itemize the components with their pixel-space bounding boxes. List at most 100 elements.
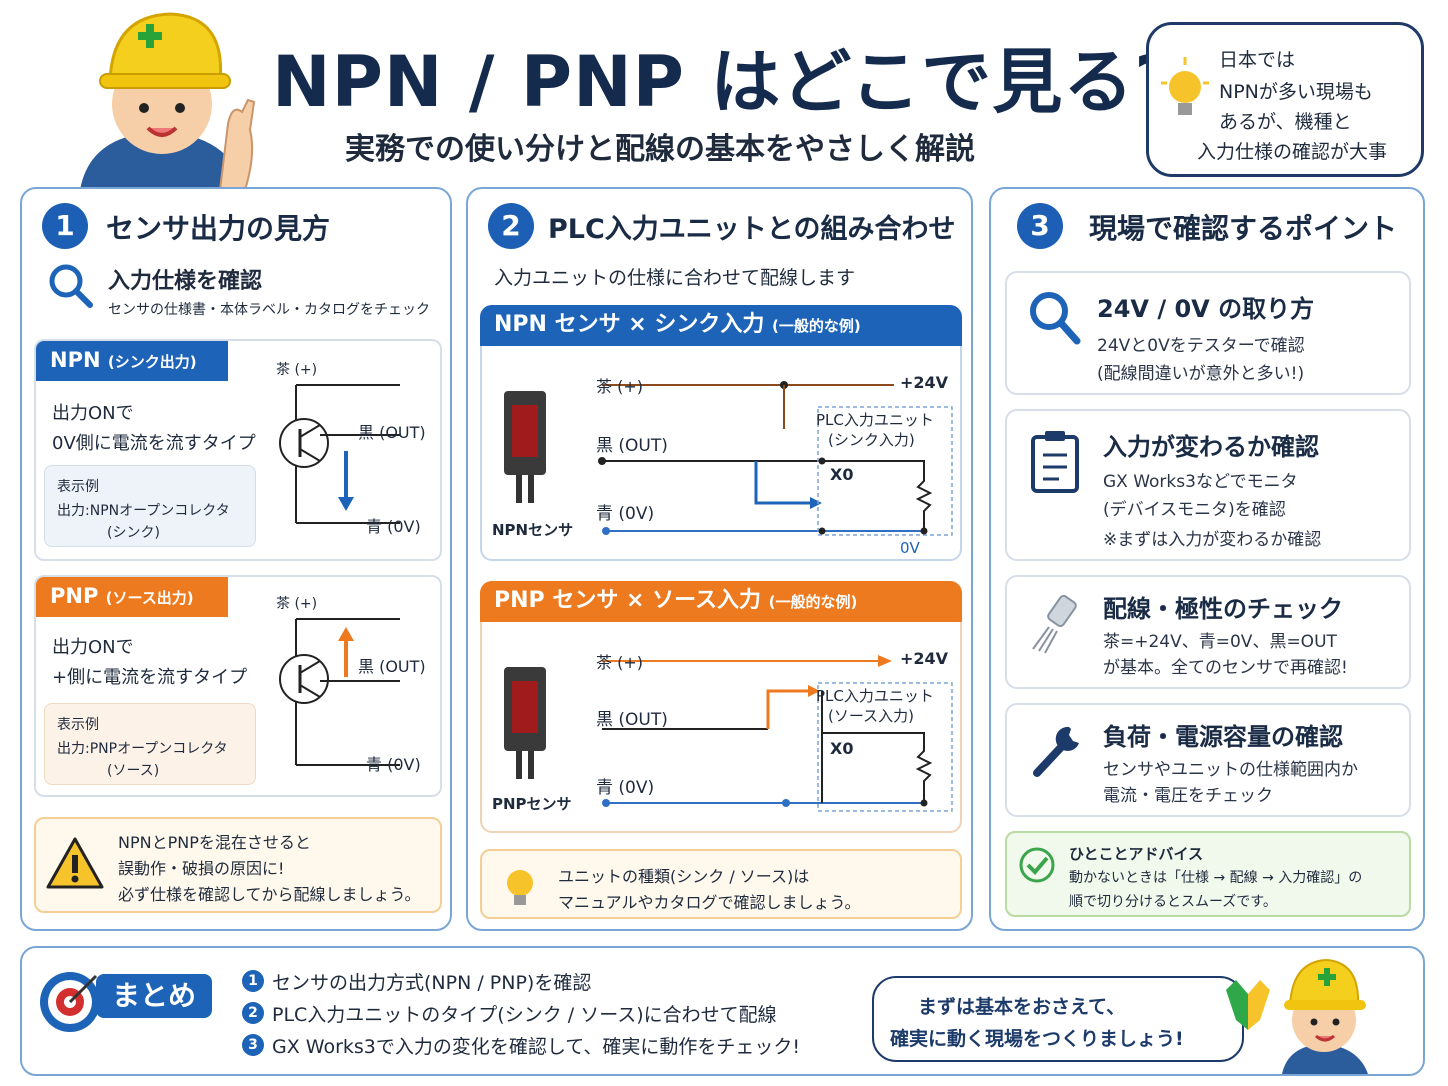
magnifier-icon — [1030, 292, 1081, 345]
check-item-title: 配線・極性のチェック — [1103, 595, 1343, 623]
section-plc-combination: 2 PLC入力ユニットとの組み合わせ 入力ユニットの仕様に合わせて配線します N… — [466, 187, 973, 931]
check-item-title: 負荷・電源容量の確認 — [1103, 723, 1343, 751]
check-item-line: GX Works3などでモニタ — [1103, 472, 1298, 492]
example-line: (ソース) — [107, 763, 160, 779]
npn-sink-title: NPN センサ × シンク入力 — [494, 312, 765, 337]
summary-bubble-line: まずは基本をおさえて、 — [918, 996, 1126, 1018]
check-item-title: 24V / 0V の取り方 — [1097, 295, 1315, 323]
pnp-transistor-diagram — [279, 618, 400, 766]
check-item-line: 24Vと0Vをテスターで確認 — [1097, 336, 1305, 356]
voltage-24v-label: +24V — [900, 373, 949, 392]
check-item-line: 電流・電圧をチェック — [1103, 786, 1273, 806]
summary-item-number: 2 — [242, 1002, 264, 1024]
npn-transistor-diagram — [279, 384, 400, 524]
wire-brown-label: 茶 (+) — [276, 362, 318, 378]
check-item-line: センサやユニットの仕様範囲内か — [1103, 760, 1358, 780]
pnp-sensor-image — [504, 667, 546, 779]
check-title: 入力仕様を確認 — [108, 269, 263, 294]
plc-unit-type: (シンク入力) — [828, 431, 915, 449]
npn-sink-box: NPN センサ × シンク入力 (一般的な例) 茶 (+) +24V PLC入力… — [480, 305, 962, 561]
pnp-source-head: PNP センサ × ソース入力 (一般的な例) — [480, 581, 962, 622]
check-item-power: 24V / 0V の取り方 24Vと0Vをテスターで確認 (配線間違いが意外と多… — [1005, 271, 1411, 395]
clipboard-icon — [1031, 431, 1079, 493]
summary-bubble-line: 確実に動く現場をつくりましょう! — [890, 1028, 1184, 1050]
section-title: PLC入力ユニットとの組み合わせ — [548, 214, 956, 245]
pnp-card: PNP (ソース出力) 出力ONで +側に電流を流すタイプ 表示例 出力:PNP… — [34, 575, 442, 797]
npn-sink-head: NPN センサ × シンク入力 (一般的な例) — [480, 305, 962, 346]
lightbulb-icon — [507, 870, 533, 905]
wire-brown-label: 茶 (+) — [276, 596, 318, 612]
npn-tag-label: NPN — [50, 348, 101, 372]
example-line: 出力:NPNオープンコレクタ — [57, 503, 230, 519]
bubble-line: あるが、機種と — [1219, 111, 1352, 133]
section-title: センサ出力の見方 — [106, 212, 331, 245]
pnp-tag: PNP (ソース出力) — [36, 577, 228, 617]
bubble-line: 入力仕様の確認が大事 — [1197, 141, 1388, 163]
pnp-tag-label: PNP — [50, 584, 99, 608]
wire-brown-label: 茶 (+) — [596, 377, 643, 396]
section-field-check: 3 現場で確認するポイント 24V / 0V の取り方 24Vと0Vをテスターで… — [989, 187, 1425, 931]
pnp-source-box: PNP センサ × ソース入力 (一般的な例) 茶 (+) +24V PLC入力… — [480, 581, 962, 833]
example-head: 表示例 — [57, 479, 99, 495]
warning-line: 必ず仕様を確認してから配線しましょう。 — [118, 885, 421, 904]
voltage-24v-label: +24V — [900, 649, 949, 668]
section-sensor-output: 1 センサ出力の見方 入力仕様を確認 センサの仕様書・本体ラベル・カタログをチェ… — [20, 187, 452, 931]
input-x0-label: X0 — [830, 739, 854, 758]
check-circle-icon — [1019, 847, 1055, 883]
plc-unit-type: (ソース入力) — [828, 707, 914, 725]
npn-sink-sub: (一般的な例) — [772, 317, 861, 335]
pnp-source-wiring — [602, 655, 953, 812]
summary-panel: まとめ 1 センサの出力方式(NPN / PNP)を確認 2 PLC入力ユニット… — [20, 946, 1425, 1076]
section-title: 現場で確認するポイント — [1089, 212, 1398, 245]
page-title: NPN / PNP はどこで見る? — [272, 41, 1176, 123]
bubble-line: NPNが多い現場も — [1219, 81, 1373, 103]
check-item-line: が基本。全てのセンサで再確認! — [1103, 658, 1348, 678]
summary-label: まとめ — [96, 974, 212, 1018]
target-icon — [40, 972, 100, 1032]
pnp-source-title: PNP センサ × ソース入力 — [494, 588, 761, 613]
summary-item-text: センサの出力方式(NPN / PNP)を確認 — [272, 972, 592, 994]
summary-item-text: PLC入力ユニットのタイプ(シンク / ソース)に合わせて配線 — [272, 1004, 777, 1026]
worker-thumbsup-illustration — [1226, 958, 1368, 1074]
plc-unit-label: PLC入力ユニット — [816, 411, 934, 429]
summary-bubble: まずは基本をおさえて、 確実に動く現場をつくりましょう! — [872, 976, 1244, 1062]
sensor-label: PNPセンサ — [492, 795, 572, 813]
warning-box: NPNとPNPを混在させると 誤動作・破損の原因に! 必ず仕様を確認してから配線… — [34, 817, 442, 913]
tip-line: マニュアルやカタログで確認しましょう。 — [558, 893, 861, 912]
bubble-line: 日本では — [1219, 49, 1296, 71]
pnp-source-sub: (一般的な例) — [768, 593, 858, 611]
npn-example: 表示例 出力:NPNオープンコレクタ (シンク) — [44, 465, 256, 547]
lightbulb-icon — [1161, 57, 1209, 115]
pnp-tag-sub: (ソース出力) — [105, 589, 194, 607]
check-item-wiring: 配線・極性のチェック 茶=+24V、青=0V、黒=OUT が基本。全てのセンサで… — [1005, 575, 1411, 689]
example-line: (シンク) — [107, 525, 160, 541]
check-item-load: 負荷・電源容量の確認 センサやユニットの仕様範囲内か 電流・電圧をチェック — [1005, 703, 1411, 817]
check-item-input: 入力が変わるか確認 GX Works3などでモニタ (デバイスモニタ)を確認 ※… — [1005, 409, 1411, 561]
wire-blue-label: 青 (0V) — [596, 504, 655, 524]
page-subtitle: 実務での使い分けと配線の基本をやさしく解説 — [345, 132, 975, 167]
advice-head: ひとことアドバイス — [1069, 845, 1204, 863]
npn-tag-sub: (シンク出力) — [107, 353, 197, 371]
npn-sensor-image — [504, 391, 546, 503]
tip-bubble: 日本では NPNが多い現場も あるが、機種と 入力仕様の確認が大事 — [1146, 22, 1424, 177]
warning-line: NPNとPNPを混在させると — [118, 833, 311, 852]
section-number: 3 — [1017, 203, 1063, 249]
example-line: 出力:PNPオープンコレクタ — [57, 741, 228, 757]
check-item-line: (デバイスモニタ)を確認 — [1103, 500, 1286, 520]
npn-tag: NPN (シンク出力) — [36, 341, 228, 381]
wire-blue-label: 青 (0V) — [366, 755, 421, 774]
npn-desc-1: 出力ONで — [52, 403, 134, 424]
check-item-line: (配線間違いが意外と多い!) — [1097, 364, 1305, 384]
wire-blue-label: 青 (0V) — [366, 517, 421, 536]
section-number: 1 — [42, 203, 88, 249]
check-item-line: ※まずは入力が変わるか確認 — [1103, 530, 1322, 550]
wire-black-label: 黒 (OUT) — [596, 710, 668, 730]
magnifier-icon — [49, 264, 93, 308]
wire-black-label: 黒 (OUT) — [358, 657, 426, 676]
tip-line: ユニットの種類(シンク / ソース)は — [558, 867, 810, 886]
pnp-example: 表示例 出力:PNPオープンコレクタ (ソース) — [44, 703, 256, 785]
npn-desc-2: 0V側に電流を流すタイプ — [52, 433, 256, 454]
sensor-label: NPNセンサ — [492, 521, 574, 539]
wire-blue-label: 青 (0V) — [596, 778, 655, 798]
voltage-0v-label: 0V — [900, 539, 920, 557]
